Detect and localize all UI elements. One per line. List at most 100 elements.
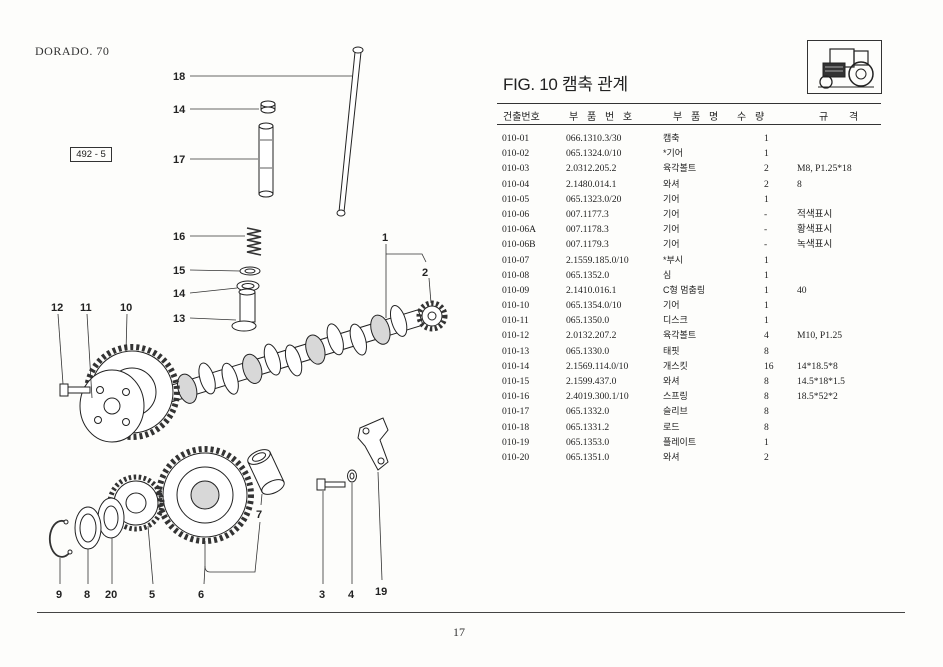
gear-5 bbox=[107, 474, 165, 532]
column-header-part-name: 부 품 명 bbox=[673, 112, 722, 123]
cell-qty: 2 bbox=[764, 451, 769, 463]
cell-qty: 1 bbox=[764, 148, 769, 160]
cell-spec: 황색표시 bbox=[797, 224, 833, 236]
sleeve bbox=[258, 122, 274, 198]
table-row: 010-17 065.1332.0 슬리브 8 bbox=[497, 404, 897, 419]
cell-no: 010-12 bbox=[502, 330, 530, 342]
cell-part-number: 2.0312.205.2 bbox=[566, 163, 617, 175]
cell-part-number: 007.1179.3 bbox=[566, 239, 609, 251]
column-header-quantity: 수 량 bbox=[737, 112, 768, 123]
cell-part-name: 개스킷 bbox=[663, 360, 688, 371]
cell-part-name: 슬리브 bbox=[663, 406, 688, 417]
callout-11: 11 bbox=[80, 302, 92, 314]
cell-qty: 1 bbox=[764, 315, 769, 327]
cell-spec: 8 bbox=[797, 178, 802, 190]
cell-qty: 8 bbox=[764, 406, 769, 418]
cell-spec: 40 bbox=[797, 284, 807, 296]
cell-part-number: 2.4019.300.1/10 bbox=[566, 391, 629, 403]
cell-no: 010-19 bbox=[502, 436, 530, 448]
cell-part-name: 플레이트 bbox=[663, 436, 697, 447]
camshaft bbox=[167, 305, 424, 404]
cell-qty: 4 bbox=[764, 330, 769, 342]
cell-part-number: 2.0132.207.2 bbox=[566, 330, 617, 342]
valve-spring bbox=[246, 227, 262, 256]
cell-no: 010-07 bbox=[502, 254, 530, 266]
parts-table-header: 건출번호 부 품 번 호 부 품 명 수 량 규 격 bbox=[497, 103, 881, 125]
cell-no: 010-08 bbox=[502, 269, 530, 281]
cell-qty: 1 bbox=[764, 193, 769, 205]
camshaft-end-gear bbox=[416, 300, 448, 332]
cell-no: 010-01 bbox=[502, 133, 530, 144]
cell-qty: 8 bbox=[764, 376, 769, 387]
cell-no: 010-17 bbox=[502, 406, 530, 418]
cell-part-name: 기어 bbox=[663, 300, 680, 311]
cell-qty: - bbox=[764, 239, 768, 251]
cell-part-number: 2.1559.185.0/10 bbox=[566, 254, 629, 266]
cell-spec: 14.5*18*1.5 bbox=[797, 376, 845, 387]
cell-part-number: 066.1310.3/30 bbox=[566, 133, 622, 144]
cell-part-name: 디스크 bbox=[663, 315, 688, 326]
cell-part-number: 065.1332.0 bbox=[566, 406, 610, 418]
callout-14: 14 bbox=[173, 288, 186, 300]
reference-code-box: 492 - 5 bbox=[70, 147, 112, 162]
washer-15 bbox=[239, 266, 261, 276]
cell-no: 010-02 bbox=[502, 148, 530, 160]
cell-qty: 8 bbox=[764, 421, 769, 433]
callout-10: 10 bbox=[120, 302, 132, 314]
cell-no: 010-14 bbox=[502, 360, 530, 372]
cell-part-name: 기어 bbox=[663, 193, 680, 204]
hex-bolt-3 bbox=[316, 478, 346, 491]
cell-spec: M10, P1.25 bbox=[797, 330, 843, 342]
table-row: 010-12 2.0132.207.2 육각볼트 4 M10, P1.25 bbox=[497, 328, 897, 343]
callout-3: 3 bbox=[319, 589, 325, 601]
cell-qty: - bbox=[764, 224, 768, 236]
callout-7: 7 bbox=[256, 509, 262, 521]
cell-qty: 1 bbox=[764, 133, 769, 144]
cell-spec: M8, P1.25*18 bbox=[797, 163, 852, 175]
cell-no: 010-20 bbox=[502, 451, 530, 463]
cell-part-number: 065.1351.0 bbox=[566, 451, 610, 463]
shim bbox=[74, 506, 102, 550]
cell-no: 010-04 bbox=[502, 178, 530, 190]
cell-qty: 1 bbox=[764, 269, 769, 281]
callout-5: 5 bbox=[149, 589, 155, 601]
cell-part-number: 007.1177.3 bbox=[566, 208, 609, 220]
callout-14-top: 14 bbox=[173, 104, 186, 116]
cell-part-name: C형 멈춤링 bbox=[663, 284, 706, 295]
cell-part-name: 육각볼트 bbox=[663, 330, 697, 341]
callout-15: 15 bbox=[173, 265, 185, 277]
cell-part-name: *기어 bbox=[663, 148, 684, 159]
cell-part-number: 065.1354.0/10 bbox=[566, 300, 622, 312]
cell-spec: 18.5*52*2 bbox=[797, 391, 838, 403]
cell-qty: 2 bbox=[764, 178, 769, 190]
callout-16: 16 bbox=[173, 231, 185, 243]
cell-part-number: 065.1323.0/20 bbox=[566, 193, 622, 205]
tractor-engine-icon bbox=[807, 40, 882, 94]
cell-part-name: 와셔 bbox=[663, 376, 680, 386]
cell-part-name: 심 bbox=[663, 269, 672, 280]
cell-no: 010-06B bbox=[502, 239, 536, 251]
cell-part-name: 기어 bbox=[663, 239, 680, 250]
cell-part-name: 와셔 bbox=[663, 178, 680, 189]
cell-part-number: 2.1569.114.0/10 bbox=[566, 360, 629, 372]
cell-part-name: 와셔 bbox=[663, 451, 680, 462]
c-type-snap-ring bbox=[48, 519, 73, 558]
cell-part-name: 태핏 bbox=[663, 345, 680, 356]
cell-qty: 8 bbox=[764, 345, 769, 357]
